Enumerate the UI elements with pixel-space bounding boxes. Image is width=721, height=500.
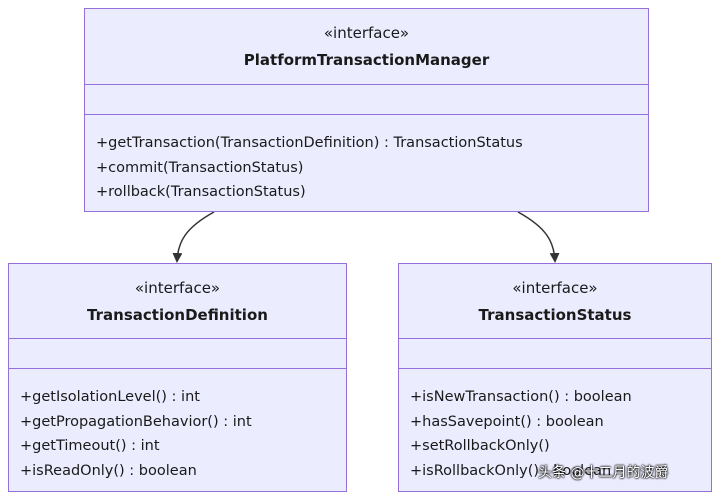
edge-manager-to-status bbox=[517, 211, 560, 263]
method-has-savepoint: +hasSavepoint() : boolean bbox=[410, 413, 604, 430]
stereotype-label: «interface» bbox=[512, 279, 598, 297]
method-is-rollback-only: +isRollbackOnly() : boolean bbox=[410, 462, 612, 479]
stereotype-label: «interface» bbox=[323, 24, 410, 42]
method-rollback: +rollback(TransactionStatus) bbox=[96, 184, 306, 200]
method-get-transaction: +getTransaction(TransactionDefinition) :… bbox=[96, 135, 523, 151]
attributes-section bbox=[9, 339, 346, 369]
class-transaction-definition[interactable]: «interface» TransactionDefinition +getIs… bbox=[8, 263, 347, 492]
class-transaction-status[interactable]: «interface» TransactionStatus +isNewTran… bbox=[398, 263, 712, 492]
class-header: «interface» TransactionDefinition bbox=[9, 264, 346, 339]
class-name: TransactionStatus bbox=[478, 306, 632, 324]
attributes-section bbox=[85, 85, 648, 115]
method-is-read-only: +isReadOnly() : boolean bbox=[20, 462, 197, 479]
class-header: «interface» TransactionStatus bbox=[399, 264, 711, 339]
class-platform-transaction-manager[interactable]: «interface» PlatformTransactionManager +… bbox=[84, 8, 649, 212]
stereotype-label: «interface» bbox=[134, 279, 221, 297]
edge-manager-to-definition bbox=[172, 211, 215, 263]
method-set-rollback-only: +setRollbackOnly() bbox=[410, 438, 550, 454]
methods-section: +getIsolationLevel() : int +getPropagati… bbox=[9, 369, 346, 483]
methods-section: +isNewTransaction() : boolean +hasSavepo… bbox=[399, 369, 711, 483]
method-get-propagation-behavior: +getPropagationBehavior() : int bbox=[20, 413, 252, 430]
methods-section: +getTransaction(TransactionDefinition) :… bbox=[85, 115, 648, 205]
method-get-isolation-level: +getIsolationLevel() : int bbox=[20, 389, 200, 405]
method-commit: +commit(TransactionStatus) bbox=[96, 159, 304, 176]
watermark-text: 头条 @十二月的波爵 bbox=[538, 465, 669, 481]
class-header: «interface» PlatformTransactionManager bbox=[85, 9, 648, 85]
class-name: PlatformTransactionManager bbox=[243, 51, 490, 69]
method-is-new-transaction: +isNewTransaction() : boolean bbox=[410, 389, 632, 405]
class-name: TransactionDefinition bbox=[87, 306, 268, 324]
attributes-section bbox=[399, 339, 711, 369]
method-get-timeout: +getTimeout() : int bbox=[20, 438, 160, 454]
